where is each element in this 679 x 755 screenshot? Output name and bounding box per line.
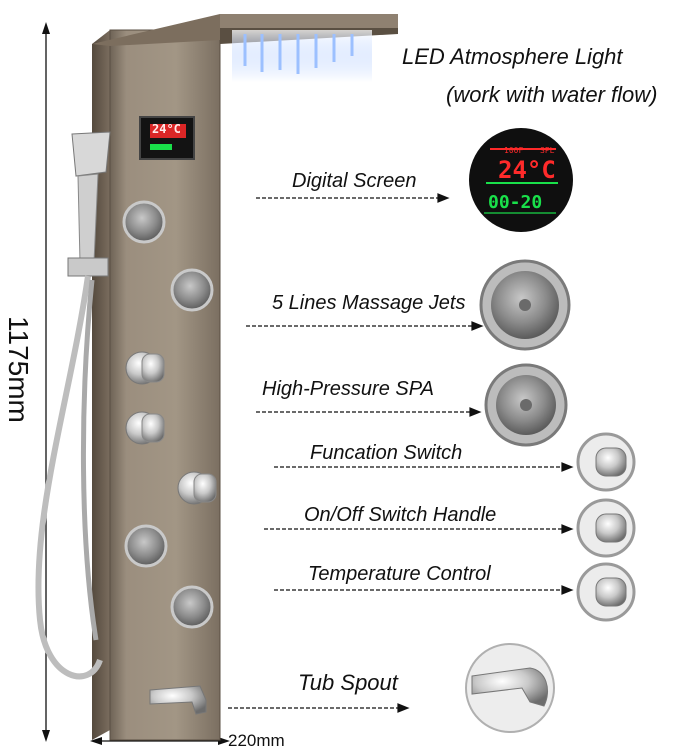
- label-temperature-control: Temperature Control: [308, 563, 491, 585]
- panel-tub-spout: [149, 685, 207, 715]
- height-dimension: 1175mm: [3, 316, 34, 423]
- detail-function-switch: [576, 432, 636, 492]
- led-heading-line2: (work with water flow): [446, 82, 658, 107]
- detail-onoff-handle: [576, 498, 636, 558]
- label-digital-screen: Digital Screen: [292, 170, 417, 192]
- label-massage-jets: 5 Lines Massage Jets: [272, 292, 466, 314]
- panel-jets: [122, 200, 214, 629]
- width-dimension: 220mm: [228, 731, 285, 750]
- callout-arrows: [228, 193, 574, 713]
- detail-massage-jet: [479, 259, 571, 351]
- panel-knobs: [125, 351, 217, 505]
- detail-screen-small-left: 100F: [504, 146, 524, 155]
- detail-screen-time: 00-20: [488, 192, 543, 213]
- panel-digital-screen: [139, 116, 195, 160]
- detail-tub-spout: [465, 643, 555, 733]
- detail-screen-temperature: 24°C: [498, 156, 556, 184]
- width-dimension-line: [90, 737, 230, 745]
- detail-digital-screen: [469, 128, 573, 232]
- height-dimension-line: [42, 22, 50, 742]
- label-tub-spout: Tub Spout: [298, 670, 398, 695]
- led-rain-glow: [232, 30, 372, 82]
- detail-screen-small-right: SPL: [540, 146, 555, 155]
- label-function-switch: Funcation Switch: [310, 442, 463, 464]
- detail-temperature-control: [576, 562, 636, 622]
- detail-spa-jet: [484, 363, 568, 447]
- hand-shower: [35, 131, 111, 680]
- led-heading-line1: LED Atmosphere Light: [402, 44, 623, 69]
- label-high-pressure-spa: High-Pressure SPA: [262, 378, 434, 400]
- panel-screen-temperature: 24°C: [152, 122, 181, 136]
- label-onoff-handle: On/Off Switch Handle: [304, 504, 497, 526]
